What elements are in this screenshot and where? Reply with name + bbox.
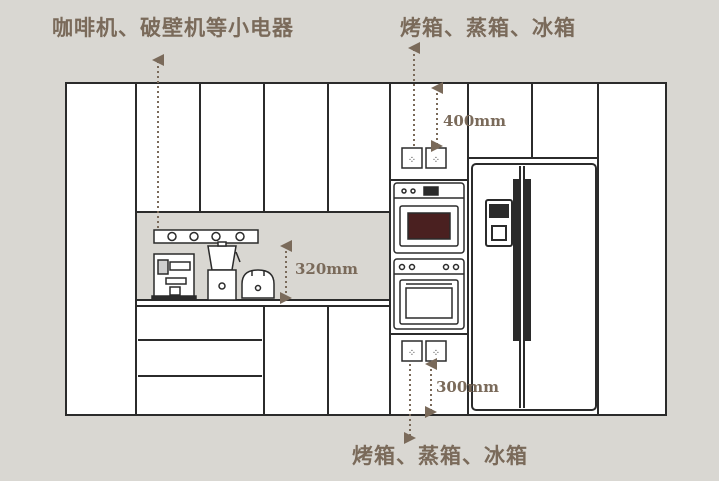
svg-text:⁘: ⁘ bbox=[432, 155, 440, 166]
dimension-label-320: 320mm bbox=[295, 260, 359, 278]
steam-oven-icon bbox=[393, 182, 465, 254]
svg-text:⁘: ⁘ bbox=[408, 348, 416, 359]
lower-cabinets bbox=[135, 299, 391, 416]
fridge-icon bbox=[471, 163, 597, 411]
socket-pair-top: ⁘ ⁘ bbox=[401, 147, 447, 169]
blender-icon bbox=[207, 241, 241, 301]
dimension-label-300: 300mm bbox=[436, 378, 500, 396]
socket-pair-bottom: ⁘ ⁘ bbox=[401, 340, 447, 362]
dimension-label-400: 400mm bbox=[443, 112, 507, 130]
svg-text:⁘: ⁘ bbox=[408, 155, 416, 166]
label-bottom-appliances: 烤箱、蒸箱、冰箱 bbox=[352, 443, 528, 468]
label-small-appliances: 咖啡机、破壁机等小电器 bbox=[52, 15, 294, 40]
toaster-icon bbox=[241, 269, 275, 299]
coffee-machine-icon bbox=[151, 253, 197, 301]
oven-icon bbox=[393, 258, 465, 330]
power-strip bbox=[153, 229, 259, 244]
svg-text:⁘: ⁘ bbox=[432, 348, 440, 359]
label-top-appliances: 烤箱、蒸箱、冰箱 bbox=[400, 15, 576, 40]
